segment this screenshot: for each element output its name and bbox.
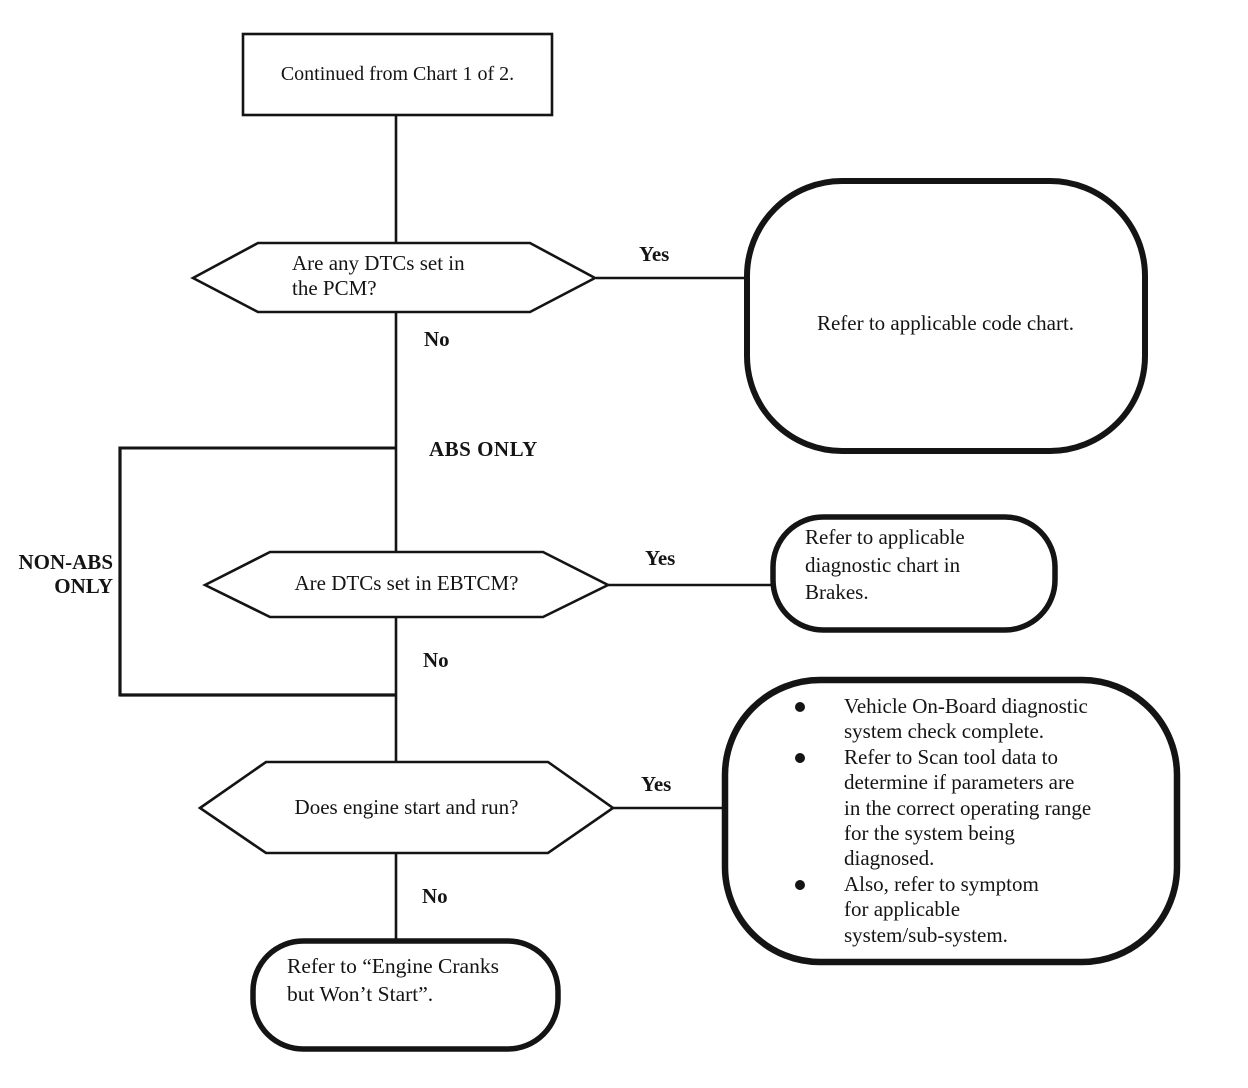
abs-only-label: ABS ONLY [429, 437, 538, 461]
engine-yes-label: Yes [641, 772, 672, 796]
terminal-scan-bullet-1-text: Vehicle On-Board diagnostic system check… [844, 694, 1088, 745]
scan-b3-l1: Also, refer to symptom [844, 871, 1039, 896]
decision-engine-shape [197, 760, 616, 855]
start-box-label: Continued from Chart 1 of 2. [243, 34, 552, 115]
scan-b2-l4: for the system being [844, 821, 1015, 846]
terminal-cranks-label: Refer to “Engine Cranks but Won’t Start”… [287, 952, 499, 1008]
scan-b1-l2: system check complete. [844, 719, 1045, 744]
pcm-yes-label: Yes [639, 242, 670, 266]
terminal-scan-bullet-2-text: Refer to Scan tool data to determine if … [844, 745, 1091, 872]
terminal-brakes-label: Refer to applicable diagnostic chart in … [805, 524, 965, 607]
bullet-dot-icon [795, 702, 805, 712]
ebtcm-yes-label: Yes [645, 546, 676, 570]
terminal-code-chart-label: Refer to applicable code chart. [816, 311, 1075, 335]
scan-b2-l1: Refer to Scan tool data to [844, 744, 1059, 769]
terminal-scan-bullet-3-text: Also, refer to symptom for applicable sy… [844, 872, 1039, 948]
pcm-no-label: No [424, 327, 450, 351]
bullet-dot-icon [795, 879, 805, 890]
decision-pcm-line2: the PCM? [292, 276, 377, 300]
decision-engine-label: Does engine start and run? [294, 795, 519, 819]
terminal-scan-bullet-list: Vehicle On-Board diagnostic system check… [795, 694, 1145, 948]
scan-b3-l2: for applicable [844, 897, 961, 922]
start-box-text: Continued from Chart 1 of 2. [280, 63, 515, 85]
non-abs-only-line2: ONLY [54, 574, 113, 598]
decision-pcm-line1: Are any DTCs set in [292, 251, 465, 275]
ebtcm-no-label: No [423, 648, 449, 672]
non-abs-only-line1: NON-ABS [18, 550, 113, 574]
terminal-brakes-line2: diagnostic chart in [805, 552, 961, 577]
decision-pcm-shape [190, 241, 598, 314]
terminal-brakes-shape [770, 514, 1058, 633]
terminal-brakes-line1: Refer to applicable [805, 525, 965, 549]
terminal-cranks-line2: but Won’t Start”. [287, 982, 434, 1006]
terminal-scan-bullet-2: Refer to Scan tool data to determine if … [795, 745, 1145, 872]
terminal-scan-shape [721, 676, 1181, 966]
scan-b2-l5: diagnosed. [844, 846, 935, 871]
decision-ebtcm-label: Are DTCs set in EBTCM? [294, 571, 519, 595]
terminal-scan-bullet-3: Also, refer to symptom for applicable sy… [795, 872, 1145, 948]
terminal-cranks-line1: Refer to “Engine Cranks [287, 954, 499, 978]
scan-b1-l1: Vehicle On-Board diagnostic [844, 694, 1088, 718]
terminal-scan-bullet-1: Vehicle On-Board diagnostic system check… [795, 694, 1145, 745]
engine-no-label: No [422, 884, 448, 908]
scan-b3-l3: system/sub-system. [844, 922, 1008, 947]
start-box-shape [241, 32, 554, 117]
scan-b2-l2: determine if parameters are [844, 770, 1075, 795]
decision-pcm-label: Are any DTCs set in the PCM? [292, 251, 465, 301]
decision-ebtcm-shape [202, 550, 611, 619]
terminal-brakes-line3: Brakes. [805, 580, 869, 604]
terminal-code-chart-shape [744, 178, 1148, 454]
scan-b2-l3: in the correct operating range [844, 795, 1092, 820]
bullet-dot-icon [795, 752, 805, 763]
terminal-cranks-shape [250, 938, 561, 1052]
non-abs-only-label: NON-ABS ONLY [6, 550, 113, 598]
